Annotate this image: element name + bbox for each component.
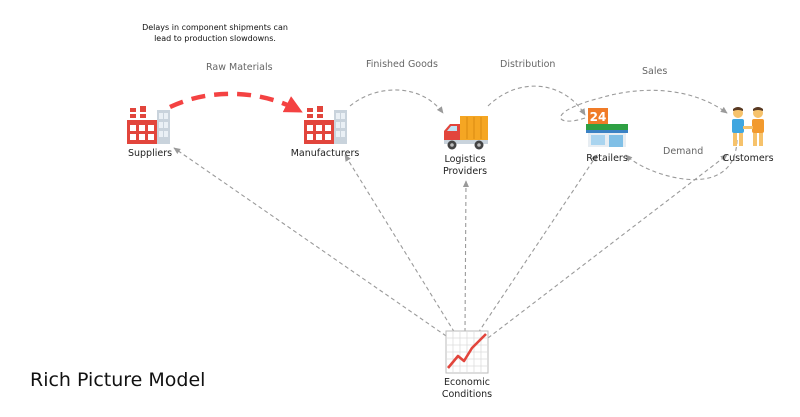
delivery-truck-icon <box>444 116 488 150</box>
economic-label-line2: Conditions <box>441 389 493 400</box>
logistics-label-line1: Logistics <box>444 154 486 165</box>
economic-to-manufacturers-arrow <box>344 154 459 339</box>
customers-label: Customers <box>722 153 774 164</box>
raw-materials-arrow <box>169 91 303 113</box>
economic-to-customers-arrow <box>487 154 728 339</box>
economic-label: Economic Conditions <box>427 377 507 401</box>
people-holding-hands-icon <box>732 107 764 146</box>
factory-icon <box>304 106 347 144</box>
logistics-label-line2: Providers <box>442 166 488 177</box>
economic-label-line1: Economic <box>444 377 490 388</box>
retailers-label: Retailers <box>586 153 628 164</box>
delay-note: Delays in component shipments can lead t… <box>130 22 300 44</box>
convenience-store-icon: 24 <box>586 108 628 147</box>
distribution-flow-label: Distribution <box>500 59 556 70</box>
sales-flow-label: Sales <box>642 66 668 77</box>
distribution-arrow <box>487 85 586 116</box>
suppliers-label: Suppliers <box>127 148 173 159</box>
economic-to-suppliers-arrow <box>173 147 453 341</box>
manufacturers-label: Manufacturers <box>290 148 360 159</box>
raw-materials-flow-label: Raw Materials <box>206 62 273 73</box>
finished-goods-flow-label: Finished Goods <box>366 59 438 70</box>
delay-note-line1: Delays in component shipments can <box>142 23 288 32</box>
page-title: Rich Picture Model <box>30 369 206 391</box>
economic-to-retailers-arrow <box>477 154 598 334</box>
logistics-label: Logistics Providers <box>425 154 505 178</box>
demand-flow-label: Demand <box>663 146 704 157</box>
delay-note-line2: lead to production slowdowns. <box>154 34 276 43</box>
economic-to-logistics-arrow <box>462 180 470 333</box>
svg-text:24: 24 <box>590 110 607 124</box>
demand-arrow <box>625 139 738 181</box>
sales-arrow <box>560 89 728 122</box>
factory-icon <box>127 106 170 144</box>
chart-increasing-icon <box>445 330 489 374</box>
finished-goods-arrow <box>349 89 444 114</box>
